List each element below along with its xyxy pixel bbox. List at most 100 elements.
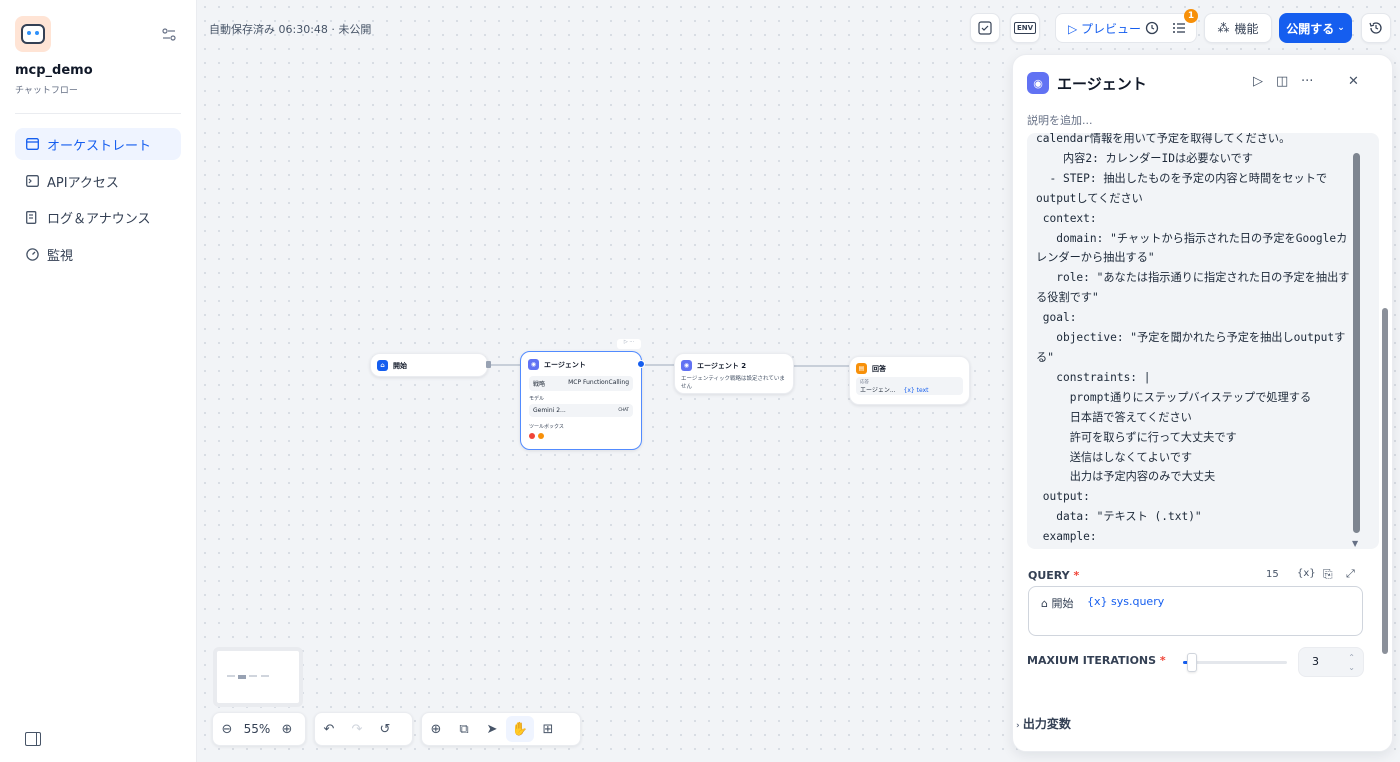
node-handle-out[interactable]	[637, 360, 645, 368]
robot-icon	[21, 24, 45, 44]
tool-icon	[538, 433, 544, 439]
sidebar-collapse-icon[interactable]	[25, 732, 41, 746]
split-view-icon[interactable]: ◫	[1276, 74, 1289, 89]
query-chip-label: 開始	[1051, 597, 1074, 610]
chevron-right-icon: ›	[1016, 721, 1023, 731]
pointer-icon[interactable]: ➤	[486, 721, 498, 737]
env-button[interactable]: ENV	[1010, 13, 1040, 43]
model-value: Gemini 2...	[533, 407, 566, 414]
preview-button[interactable]: ▷ プレビュー	[1068, 20, 1141, 37]
issue-badge: 1	[1184, 9, 1198, 23]
node-handle[interactable]	[486, 361, 491, 368]
sidebar-divider	[15, 113, 181, 114]
sidebar-item-label: 監視	[47, 248, 74, 264]
checklist-icon[interactable]	[1172, 21, 1187, 39]
history-icon[interactable]: ↺	[379, 721, 391, 737]
node-title: 回答	[872, 364, 886, 373]
close-icon[interactable]: ✕	[1348, 74, 1359, 89]
max-iterations-label-text: MAXIUM ITERATIONS	[1027, 654, 1157, 667]
organize-icon[interactable]: ⊞	[542, 721, 554, 737]
sidebar-item-label: APIアクセス	[47, 175, 119, 191]
max-iterations-value[interactable]: 3	[1312, 655, 1319, 668]
answer-var: {x} text	[903, 387, 929, 394]
prompt-text[interactable]: calendar情報を用いて予定を取得してください。 内容2: カレンダーIDは…	[1036, 133, 1350, 544]
edge	[794, 365, 849, 367]
minimap[interactable]	[213, 647, 303, 707]
sidebar-item-monitor[interactable]: 監視	[15, 238, 181, 270]
query-input[interactable]: ⌂ 開始 {x} sys.query	[1028, 586, 1363, 636]
node-agent-2[interactable]: ◉エージェント 2 エージェンティック戦略は設定されていません	[674, 353, 794, 394]
minimap-node	[261, 675, 269, 677]
more-icon[interactable]: ···	[1301, 74, 1314, 89]
sidebar-item-orchestrate[interactable]: オーケストレート	[15, 128, 181, 160]
sidebar: mcp_demo チャットフロー オーケストレート APIアクセス ログ＆アナウ…	[0, 0, 197, 762]
zoom-level[interactable]: 55%	[243, 722, 271, 736]
terminal-icon	[25, 174, 39, 188]
edge	[642, 364, 674, 366]
answer-field-label: 応答	[860, 380, 869, 385]
node-mini-toolbar[interactable]: ▷ ···	[617, 339, 641, 349]
decrement-icon[interactable]: ⌄	[1348, 663, 1355, 672]
expand-icon[interactable]: ⤢	[1346, 567, 1355, 580]
required-mark: *	[1073, 569, 1080, 582]
node-start[interactable]: ⌂ 開始	[370, 353, 488, 377]
scroll-down-icon[interactable]: ▼	[1352, 539, 1359, 548]
zoom-out-icon[interactable]: ⊖	[221, 721, 233, 737]
required-mark: *	[1159, 654, 1166, 667]
query-label: QUERY *	[1028, 569, 1079, 582]
home-icon: ⌂	[1041, 597, 1052, 610]
strategy-value: MCP FunctionCalling	[568, 379, 629, 386]
slider-handle[interactable]	[1187, 653, 1198, 672]
model-tag: CHAT	[618, 407, 629, 412]
panel-title[interactable]: エージェント	[1057, 75, 1147, 93]
checklist-button[interactable]	[970, 13, 1000, 43]
history-run-icon[interactable]	[1145, 21, 1160, 39]
copy-icon[interactable]: ⎘	[1323, 567, 1333, 581]
app-icon	[15, 16, 51, 52]
autosave-status: 自動保存済み 06:30:48 · 未公開	[209, 23, 372, 36]
hand-icon[interactable]: ✋	[506, 716, 534, 742]
node-answer[interactable]: ▤回答 応答 エージェン... {x} text	[849, 356, 970, 405]
chevron-down-icon: ⌄	[1337, 23, 1345, 33]
home-icon: ⌂	[377, 360, 388, 371]
prompt-editor[interactable]: calendar情報を用いて予定を取得してください。 内容2: カレンダーIDは…	[1027, 133, 1379, 549]
minimap-node	[249, 675, 257, 677]
add-node-icon[interactable]: ⊕	[430, 721, 442, 737]
toolbox-label: ツールボックス	[529, 424, 564, 430]
query-source-chip: ⌂ 開始	[1041, 595, 1073, 611]
publish-button[interactable]: 公開する⌄	[1279, 13, 1352, 43]
query-variable: {x} sys.query	[1087, 595, 1165, 608]
node-title: エージェント	[544, 360, 586, 369]
strategy-label: 戦略	[533, 381, 546, 388]
undo-icon[interactable]: ↶	[323, 721, 335, 737]
output-variables-section[interactable]: › 出力変数	[1016, 715, 1071, 732]
node-title: 開始	[393, 361, 407, 370]
panel-scrollbar[interactable]	[1382, 308, 1388, 654]
sidebar-item-api-access[interactable]: APIアクセス	[15, 165, 181, 197]
toolbox-row	[521, 430, 641, 442]
edge	[488, 364, 521, 366]
agent-icon: ◉	[1027, 72, 1049, 94]
increment-icon[interactable]: ⌃	[1348, 653, 1355, 662]
answer-icon: ▤	[856, 363, 867, 374]
sidebar-settings-icon[interactable]	[162, 28, 178, 42]
zoom-in-icon[interactable]: ⊕	[281, 721, 293, 737]
description-input[interactable]: 説明を追加...	[1027, 114, 1093, 127]
insert-variable-icon[interactable]: {x}	[1297, 568, 1316, 579]
prompt-scrollbar[interactable]	[1353, 153, 1360, 533]
agent-icon: ◉	[681, 360, 692, 371]
max-iterations-label: MAXIUM ITERATIONS *	[1027, 654, 1166, 667]
max-iterations-slider[interactable]	[1183, 661, 1287, 664]
run-icon[interactable]: ▷	[1253, 74, 1263, 89]
features-button[interactable]: ⁂機能	[1204, 13, 1272, 43]
add-note-icon[interactable]: ⧉	[459, 721, 469, 737]
sidebar-item-label: ログ＆アナウンス	[47, 211, 151, 227]
redo-icon[interactable]: ↷	[351, 721, 363, 737]
node-config-panel: ◉ エージェント ▷ ◫ ··· ✕ 説明を追加... calendar情報を用…	[1012, 54, 1393, 752]
layout-icon	[25, 137, 39, 151]
preview-label: プレビュー	[1081, 22, 1142, 36]
version-history-button[interactable]	[1361, 13, 1391, 43]
sidebar-item-logs[interactable]: ログ＆アナウンス	[15, 201, 181, 233]
max-iterations-input[interactable]: 3 ⌃ ⌄	[1298, 647, 1364, 677]
